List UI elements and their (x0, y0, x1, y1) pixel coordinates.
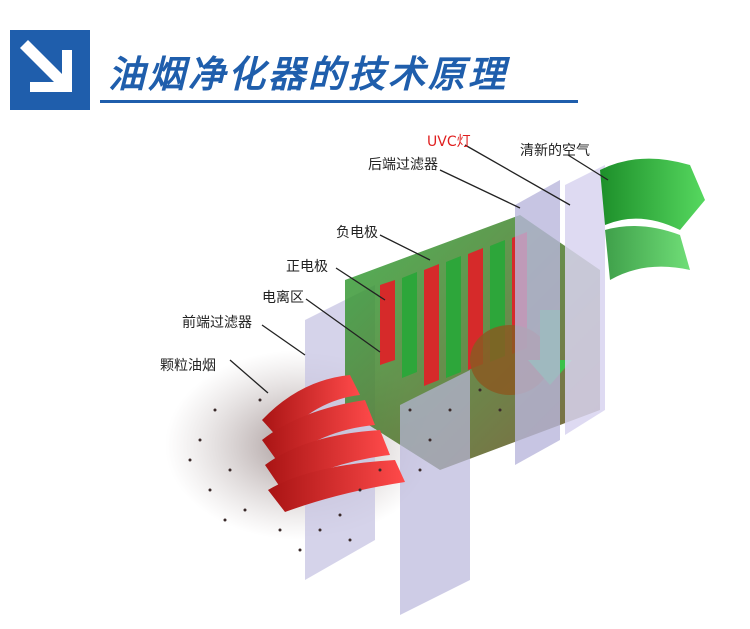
label-rear-filter: 后端过滤器 (368, 157, 438, 173)
oil-particles (188, 388, 502, 552)
label-uvc-lamp: UVC灯 (427, 134, 471, 150)
leader-lines (229, 144, 609, 394)
intake-waves (262, 375, 405, 512)
label-ionization: 电离区 (262, 290, 304, 306)
uvc-panel (565, 165, 605, 435)
page-title: 油烟净化器的技术原理 (108, 52, 508, 96)
electrode-plates (380, 232, 527, 386)
diagram-illustration (165, 144, 705, 615)
label-front-filter: 前端过滤器 (182, 315, 252, 331)
rear-filter-panel (515, 180, 560, 465)
label-positive-electrode: 正电极 (286, 259, 328, 275)
label-smoke: 颗粒油烟 (160, 358, 216, 374)
arrow-down-right-icon (10, 30, 90, 110)
title-divider (100, 100, 578, 103)
purifier-diagram: 颗粒油烟 前端过滤器 电离区 正电极 负电极 后端过滤器 UVC灯 清新的空气 (0, 110, 750, 625)
clean-air-waves (600, 158, 705, 280)
label-clean-air: 清新的空气 (520, 143, 590, 159)
front-panel (400, 370, 470, 615)
header: 油烟净化器的技术原理 (0, 0, 750, 110)
label-negative-electrode: 负电极 (336, 225, 378, 241)
